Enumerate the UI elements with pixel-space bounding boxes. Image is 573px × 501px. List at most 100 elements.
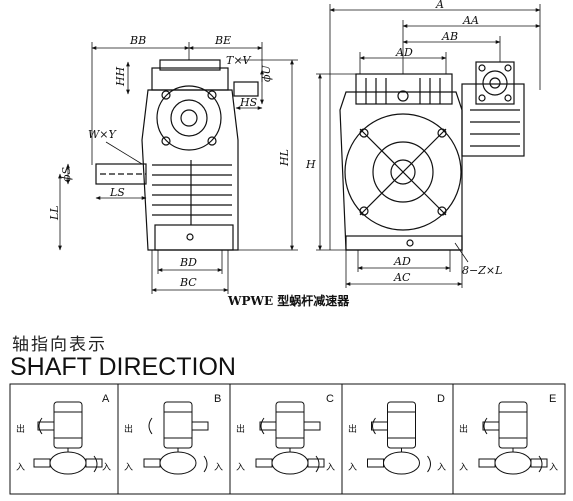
dim-phiS: ϕS <box>60 167 73 182</box>
left-flange-inner <box>170 99 208 137</box>
shaft-panel <box>143 401 209 475</box>
panel-housing <box>53 401 83 449</box>
right-top-fins <box>355 73 453 105</box>
panel-output-shaft <box>303 421 321 431</box>
panel-in-label: 入 <box>348 462 357 473</box>
panel-housing <box>498 401 528 449</box>
right-view-dimensions <box>316 4 541 288</box>
rotation-arrow-icon <box>538 455 543 473</box>
panel-output-shaft <box>191 421 209 431</box>
panel-housing <box>387 401 416 449</box>
left-flange-bore <box>180 109 198 127</box>
dim-HL: HL <box>278 149 291 167</box>
rotation-arrow-icon <box>427 455 431 473</box>
panel-out-label: 出 <box>459 423 468 435</box>
panel-letter: A <box>102 393 110 405</box>
shaft-direction-title-en: SHAFT DIRECTION <box>10 353 236 381</box>
dim-A: A <box>435 0 444 11</box>
panel-gear <box>383 451 420 475</box>
panel-input-shaft <box>33 458 51 468</box>
left-top-lid <box>159 59 221 71</box>
left-view <box>95 59 259 251</box>
dim-WxY: W×Y <box>88 128 118 141</box>
right-flange-outer <box>344 113 462 231</box>
rotation-arrow-icon <box>260 417 265 435</box>
shaft-panel <box>367 401 431 475</box>
dim-LS: LS <box>109 186 125 199</box>
panels-layer: A出入入B出入入C出入入D出入入E出入入 <box>16 393 558 475</box>
panel-in-label: 入 <box>236 462 245 473</box>
panel-output-shaft <box>259 421 277 431</box>
dim-phiU: ϕU <box>260 65 273 82</box>
panel-input-shaft <box>85 458 103 468</box>
panel-gear <box>271 451 309 475</box>
panel-output-shaft <box>371 421 388 431</box>
left-base <box>154 224 234 251</box>
panel-output-shaft <box>37 421 55 431</box>
right-base <box>345 235 463 251</box>
panel-out-label: 出 <box>124 423 133 435</box>
panel-out-label: 出 <box>16 423 25 435</box>
right-side-square-flange <box>475 61 515 105</box>
right-housing <box>339 91 463 251</box>
panel-letter: C <box>326 393 334 405</box>
dim-AA: AA <box>462 14 479 27</box>
right-view <box>339 61 525 251</box>
panel-in-label: 入 <box>124 462 133 473</box>
left-housing <box>141 89 239 251</box>
rotation-arrow-icon <box>203 455 208 473</box>
rotation-arrow-icon <box>315 455 320 473</box>
rotation-arrow-icon <box>38 417 43 435</box>
dim-BE: BE <box>214 34 231 47</box>
panel-in-label-right: 入 <box>214 462 223 473</box>
right-flange-mid <box>372 141 434 203</box>
panel-housing <box>275 401 305 449</box>
dim-HS: HS <box>239 96 258 109</box>
panel-output-shaft <box>482 421 500 431</box>
rotation-arrow-icon <box>372 417 376 435</box>
panel-letter: B <box>214 393 221 405</box>
right-view-labels: A AA AB AD H AD AC 8−Z×L <box>305 0 502 284</box>
panel-in-label-right: 入 <box>549 462 558 473</box>
left-top-cap <box>151 67 229 91</box>
panel-input-shaft <box>530 458 548 468</box>
panel-in-label: 入 <box>16 462 25 473</box>
dim-AD-bottom: AD <box>393 255 411 268</box>
left-view-dimensions <box>58 42 298 294</box>
rotation-arrow-icon <box>483 417 488 435</box>
dim-BD: BD <box>179 256 197 269</box>
panel-letter: D <box>437 393 445 405</box>
panel-letter: E <box>549 393 556 405</box>
dim-AC: AC <box>393 271 411 284</box>
panel-input-shaft <box>367 458 384 468</box>
dim-TxV: T×V <box>226 54 252 67</box>
shaft-panel <box>255 401 325 475</box>
left-flange-outer <box>156 85 222 151</box>
rotation-arrow-icon <box>93 455 98 473</box>
panel-out-label: 出 <box>348 423 357 435</box>
panels-frame <box>9 383 566 495</box>
panel-gear <box>49 451 87 475</box>
shaft-panel <box>33 401 103 475</box>
dim-BB: BB <box>129 34 146 47</box>
right-flange-bore <box>390 159 416 185</box>
panel-input-shaft <box>143 458 161 468</box>
panel-input-shaft <box>307 458 325 468</box>
drawing-caption: WPWE 型蜗杆减速器 <box>227 293 350 308</box>
panel-in-label: 入 <box>459 462 468 473</box>
shaft-panel <box>478 401 548 475</box>
left-view-labels: BB BE T×V ϕU HH HS W×Y ϕS LS LL HL BD BC <box>48 34 291 289</box>
shaft-direction-title-cn: 轴指向表示 <box>12 335 107 355</box>
panel-housing <box>163 401 193 449</box>
panel-gear <box>159 451 197 475</box>
left-cooling-fins <box>152 160 232 225</box>
panel-in-label-right: 入 <box>326 462 335 473</box>
shaft-direction-panels <box>9 383 566 495</box>
dim-HH: HH <box>114 66 127 87</box>
dim-AB: AB <box>441 30 458 43</box>
panel-gear <box>494 451 532 475</box>
right-side-flange <box>461 83 525 157</box>
panel-input-shaft <box>478 458 496 468</box>
dim-holes: 8−Z×L <box>462 264 502 277</box>
